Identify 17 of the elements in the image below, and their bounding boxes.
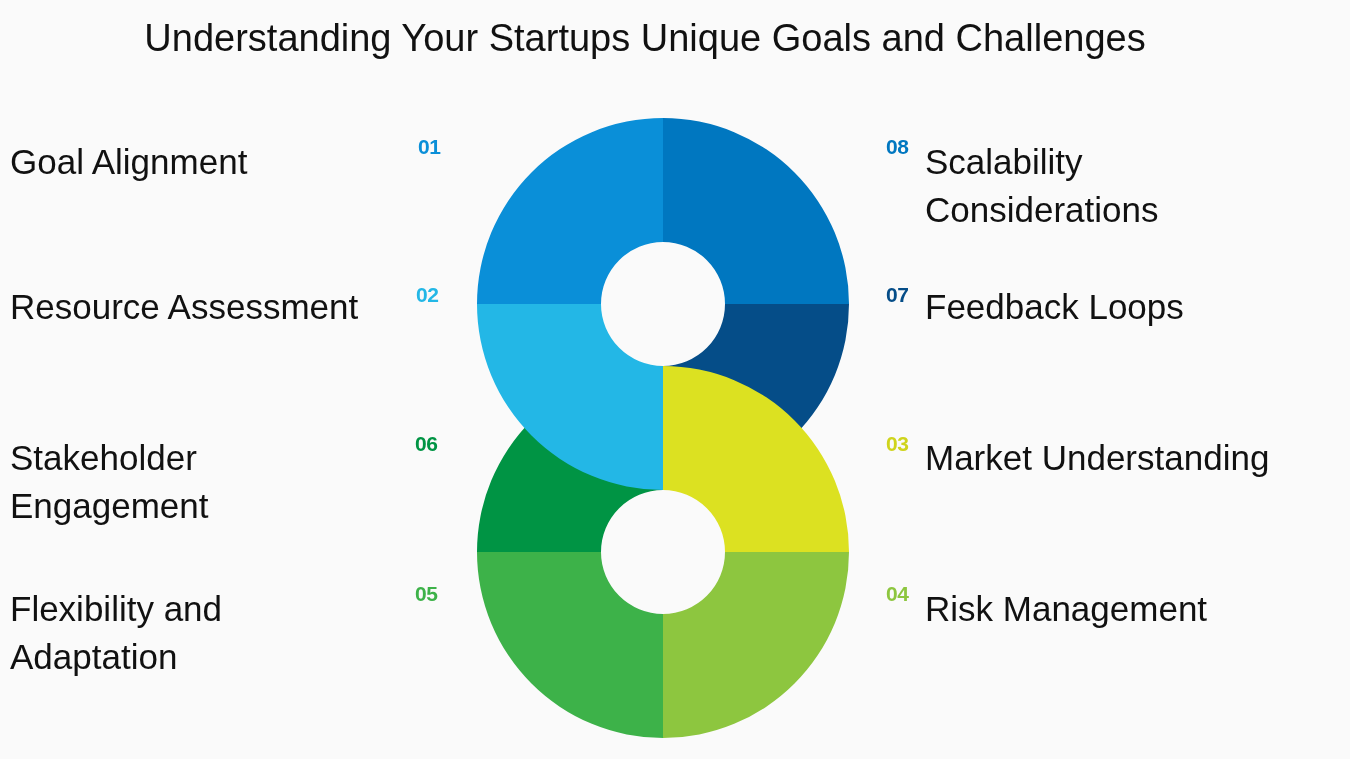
topic-label: Feedback Loops: [925, 286, 1184, 328]
title: Understanding Your Startups Unique Goals and Challenges: [144, 16, 1146, 61]
topic-label: Market Understanding: [925, 437, 1270, 479]
step-number: 07: [886, 283, 909, 307]
topic-label: Flexibility and Adaptation: [10, 588, 224, 678]
step-number: 01: [418, 135, 441, 159]
topic-label: Goal Alignment: [10, 141, 248, 183]
step-number: 08: [886, 135, 909, 159]
topic-label: Scalability Considerations: [925, 141, 1160, 231]
step-number: 03: [886, 432, 909, 456]
step-number: 04: [886, 582, 909, 606]
step-number: 02: [416, 283, 439, 307]
topic-label: Risk Management: [925, 588, 1208, 630]
topic-label: Stakeholder Engagement: [10, 437, 210, 527]
step-number: 05: [415, 582, 438, 606]
step-number: 06: [415, 432, 438, 456]
topic-label: Resource Assessment: [10, 286, 359, 328]
